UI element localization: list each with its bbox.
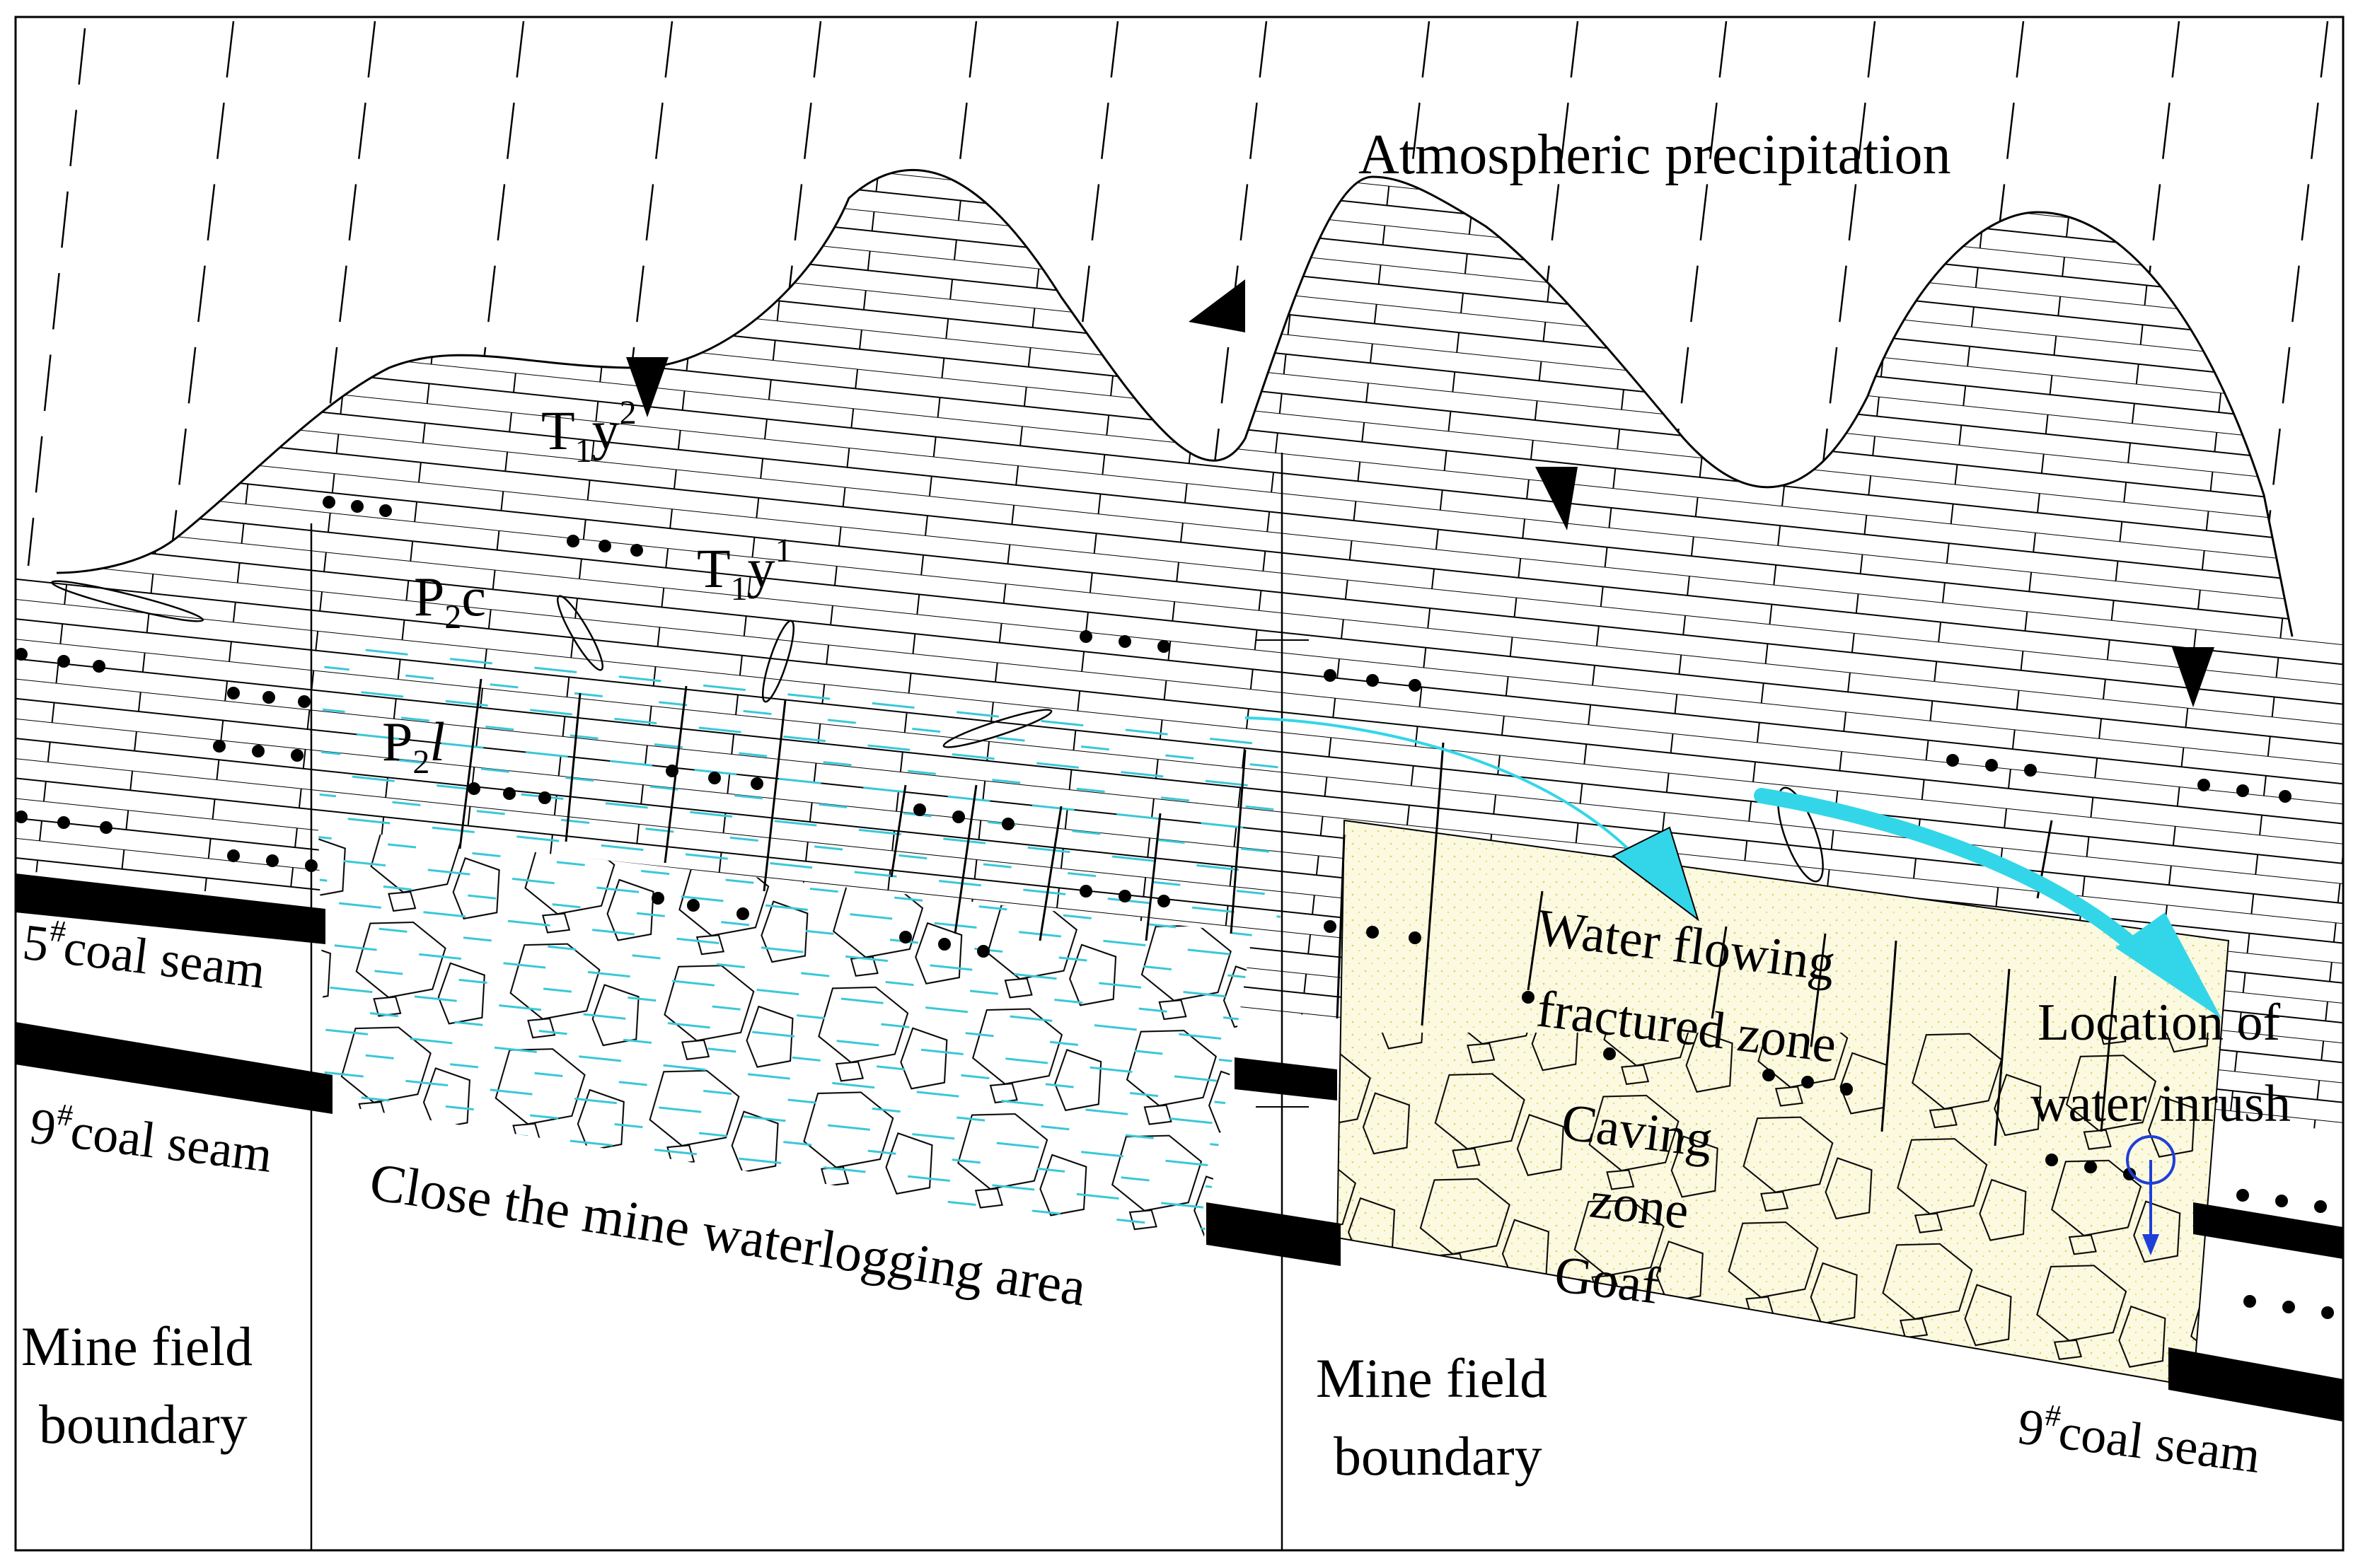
mine-field-boundary-right-line2: boundary (1334, 1425, 1542, 1487)
ground-surface (56, 168, 2294, 637)
sandstone-dots (15, 496, 2334, 1319)
inrush-marker-icon (2126, 1135, 2175, 1255)
mine-field-boundary-left-line1: Mine field (21, 1316, 253, 1377)
water-inrush-label-line2: water inrush (2030, 1075, 2291, 1133)
water-table-triangle-icon (626, 279, 2214, 707)
fissures (458, 678, 2117, 1146)
coal-seams (16, 873, 2343, 1422)
caving-zone-label-line2: zone (1587, 1171, 1692, 1240)
t1y1-label: T1y1 (697, 532, 792, 608)
t1y2-label: T1y2 (541, 394, 637, 470)
mine-field-boundary-right-line1: Mine field (1316, 1347, 1547, 1409)
precipitation-label: Atmospheric precipitation (1358, 124, 1951, 186)
p2c-label: P2c (414, 566, 486, 636)
mine-field-boundary-left-line2: boundary (39, 1393, 248, 1455)
cross-markers (1256, 615, 1309, 1132)
goaf-label: Goaf (1551, 1245, 1663, 1315)
coal-seam-9-left-label: 9#coal seam (27, 1094, 276, 1183)
coal-seam-9-right-label: 9#coal seam (2015, 1395, 2264, 1484)
lens-bodies (50, 580, 1824, 883)
water-inrush-label-line1: Location of (2038, 994, 2281, 1052)
p2l-label: P2l (382, 711, 445, 781)
water-flow-arrow-icon (1244, 716, 2221, 1018)
